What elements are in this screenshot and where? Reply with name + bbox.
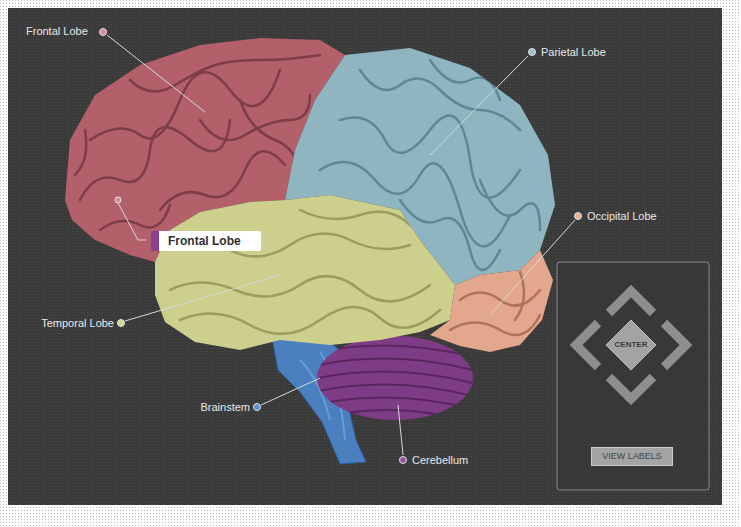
leader-line	[125, 275, 280, 321]
leader-line	[107, 35, 205, 112]
gyrus-line	[130, 55, 320, 91]
gyrus-line	[170, 276, 430, 301]
folia-line	[318, 372, 472, 383]
pan-up-arrow	[609, 291, 653, 313]
folia-line	[330, 410, 462, 420]
temporal-lobe-shape	[155, 195, 455, 350]
gyrus-line	[480, 180, 540, 230]
gyrus-line	[100, 205, 170, 230]
leader-line	[118, 203, 146, 240]
structure-label: Parietal Lobe	[541, 46, 606, 59]
temporal-gyri	[165, 210, 440, 334]
folia-line	[318, 359, 472, 370]
gyrus-line	[240, 100, 300, 180]
occipital-gyri	[450, 272, 540, 335]
view-labels-button: VIEW LABELS	[591, 447, 673, 466]
folia-line	[318, 346, 472, 357]
leader-lines	[107, 35, 575, 455]
label-dot	[529, 49, 536, 56]
leader-line	[398, 405, 403, 455]
label-dot	[118, 320, 125, 327]
highlight-tag: Frontal Lobe	[151, 231, 261, 251]
label-dot	[100, 29, 107, 36]
label-dots	[100, 29, 582, 464]
gyrus-line	[300, 210, 410, 225]
control-panel	[557, 262, 709, 490]
pan-left-arrow	[576, 323, 598, 367]
viewer-ground	[8, 8, 722, 505]
gyrus-line	[360, 70, 520, 130]
label-dot	[115, 197, 121, 203]
structure-label: Brainstem	[200, 401, 250, 414]
cerebellum-folia	[318, 346, 472, 420]
pan-arrows	[576, 291, 686, 399]
structure-label: Frontal Lobe	[26, 25, 88, 38]
pan-right-arrow	[664, 323, 686, 367]
structure-label: Occipital Lobe	[587, 210, 657, 223]
structure-label: Temporal Lobe	[41, 317, 114, 330]
label-dot	[254, 404, 261, 411]
folia-line	[318, 385, 472, 396]
gyrus-line	[180, 307, 440, 334]
label-dot	[400, 457, 407, 464]
label-dot	[575, 213, 582, 220]
gyrus-line	[200, 95, 310, 140]
gyrus-line	[450, 315, 540, 335]
node-text: CENTER	[615, 340, 648, 350]
center-diamond: CENTER	[605, 319, 657, 371]
gyrus-line	[75, 130, 86, 175]
pan-down-arrow	[609, 377, 653, 399]
leader-line	[430, 56, 528, 155]
gyrus-line	[430, 60, 500, 100]
structure-label: Cerebellum	[412, 454, 468, 467]
gyrus-line	[165, 234, 410, 257]
diamond-shape	[606, 320, 656, 370]
cerebellum-shape	[317, 336, 473, 420]
node-text: Frontal Lobe	[168, 234, 241, 248]
gyrus-line	[340, 115, 520, 197]
leader-line	[261, 378, 320, 405]
node-text: VIEW LABELS	[602, 451, 662, 462]
folia-line	[318, 398, 472, 409]
